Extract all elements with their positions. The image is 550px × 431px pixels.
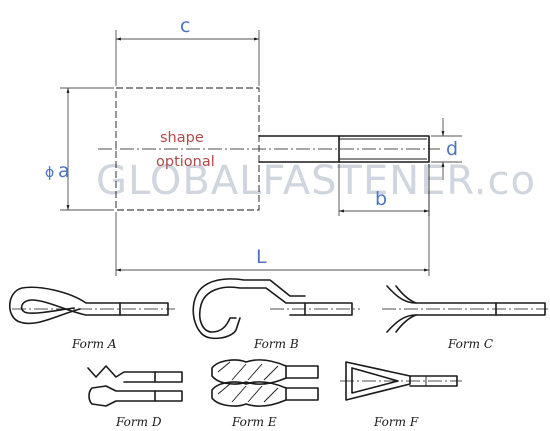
form-c-label: Form C [447,337,493,351]
form-e-drawing [211,359,319,407]
bolt-shank [258,135,430,163]
form-d-drawing [87,365,183,407]
watermark: GLOBALFASTENER.co [96,158,536,204]
dim-label-phi: ϕ [45,165,54,181]
form-a-label: Form A [71,337,117,351]
dim-label-a: a [58,160,70,182]
form-c-drawing [382,285,548,333]
dim-label-b: b [375,188,387,210]
form-b-label: Form B [253,337,299,351]
form-a-drawing [8,286,175,325]
dim-label-L: L [256,246,267,268]
form-d-label: Form D [115,415,162,429]
shape-note-line2: optional [156,154,215,170]
dim-label-c: c [180,15,190,37]
shape-note-line1: shape [160,130,204,146]
form-f-drawing [340,361,462,401]
form-b-drawing [192,278,360,340]
dim-label-d: d [446,138,458,160]
form-e-label: Form E [231,415,277,429]
main-diagram: c ϕ a d b L shape optional [45,15,462,276]
form-f-label: Form F [373,415,419,429]
